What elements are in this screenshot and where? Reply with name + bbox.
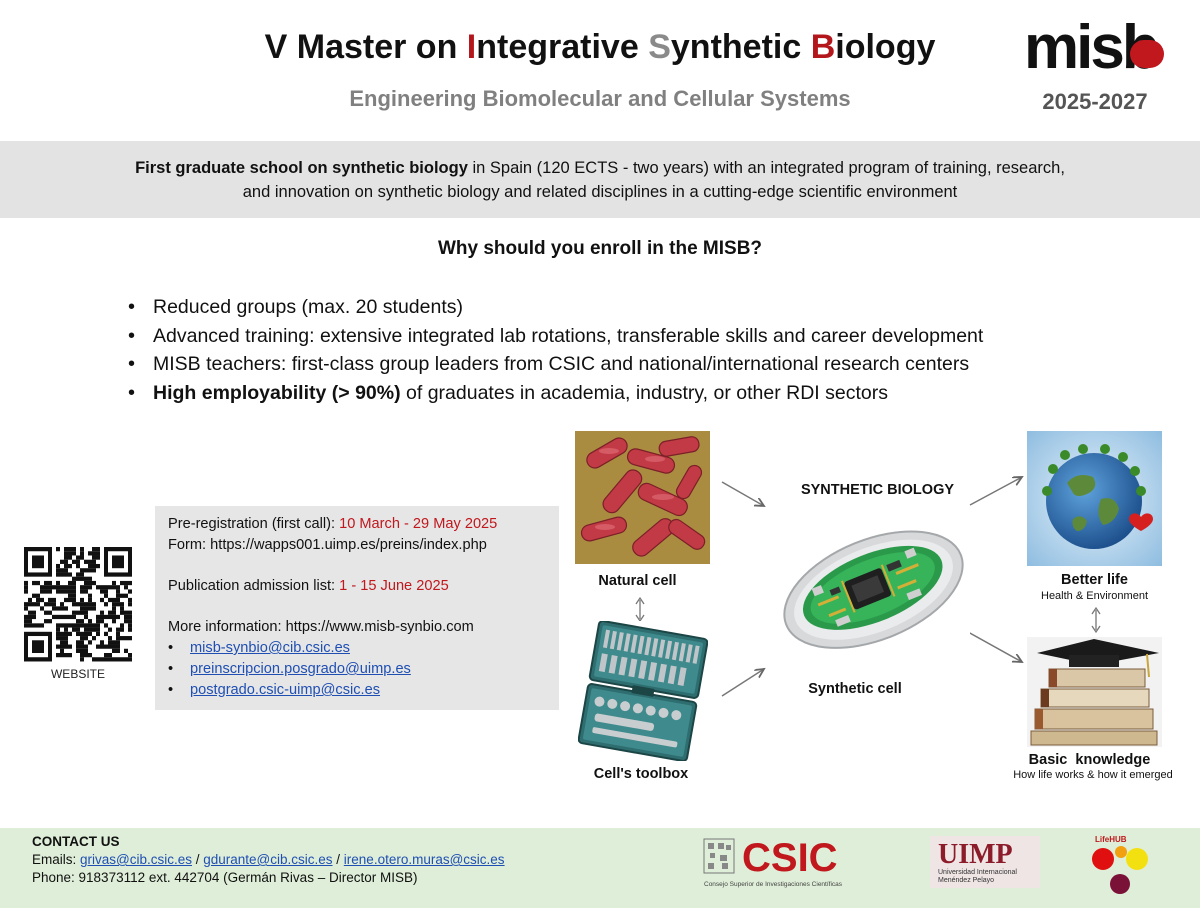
benefits-list: Reduced groups (max. 20 students) Advanc… <box>128 293 1128 407</box>
qr-code[interactable] <box>22 545 134 665</box>
prereg-line: Pre-registration (first call): 10 March … <box>168 516 498 532</box>
synthetic-cell-label: Synthetic cell <box>808 681 902 697</box>
page-title: V Master on Integrative Synthetic Biolog… <box>150 28 1050 67</box>
csic-logo-text: CSIC <box>742 836 838 880</box>
email-link[interactable]: misb-synbio@cib.csic.es <box>190 640 350 656</box>
title-part: ntegrative <box>476 28 649 66</box>
synthetic-biology-label: SYNTHETIC BIOLOGY <box>800 482 955 498</box>
contact-emails: Emails: grivas@cib.csic.es / gdurante@ci… <box>32 852 505 867</box>
bacteria-image <box>575 431 710 564</box>
toolbox-image <box>578 621 708 761</box>
natural-cell-label: Natural cell <box>598 573 677 589</box>
intro-band <box>0 141 1200 218</box>
csic-logo-subtext: Consejo Superior de Investigaciones Cien… <box>704 881 843 888</box>
why-heading: Why should you enroll in the MISB? <box>437 238 763 259</box>
prereg-dates: 10 March - 29 May 2025 <box>339 516 498 532</box>
intro-line2: and innovation on synthetic biology and … <box>242 183 958 201</box>
lifehub-logo-text: LifeHUB <box>1095 835 1127 844</box>
email-link[interactable]: postgrado.csic-uimp@csic.es <box>190 682 381 698</box>
better-life-label: Better life <box>1061 572 1128 588</box>
uimp-logo: UIMP Universidad Internacional Menéndez … <box>930 836 1040 888</box>
list-item: preinscripcion.posgrado@uimp.es <box>168 659 559 680</box>
lifehub-logo: LifeHUB <box>1085 830 1155 900</box>
page-subtitle: Engineering Biomolecular and Cellular Sy… <box>349 86 851 111</box>
misb-logo: misb <box>1024 13 1166 82</box>
basic-knowledge-label: Basic knowledge <box>1028 752 1151 768</box>
form-url[interactable]: https://wapps001.uimp.es/preins/index.ph… <box>210 537 487 553</box>
uimp-logo-subtext: Menéndez Pelayo <box>938 877 994 884</box>
list-item: MISB teachers: first-class group leaders… <box>128 350 1128 379</box>
email-link[interactable]: gdurante@cib.csic.es <box>203 852 333 867</box>
title-part: I <box>466 28 477 66</box>
publication-line: Publication admission list: 1 - 15 June … <box>168 578 449 594</box>
intro-bold: First graduate school on synthetic biolo… <box>135 159 468 177</box>
contact-title: CONTACT US <box>32 834 120 849</box>
title-part: S <box>648 28 671 66</box>
contact-phone: Phone: 918373112 ext. 442704 (Germán Riv… <box>32 870 418 885</box>
more-info-line: More information: https://www.misb-synbi… <box>168 619 474 635</box>
title-part: ynthetic <box>670 28 811 66</box>
email-link[interactable]: preinscripcion.posgrado@uimp.es <box>190 661 411 677</box>
title-part: iology <box>835 28 936 66</box>
intro-text: First graduate school on synthetic biolo… <box>60 156 1140 204</box>
earth-image <box>1027 431 1162 566</box>
registration-info: Pre-registration (first call): 10 March … <box>155 506 559 710</box>
basic-knowledge-sub: How life works & how it emerged <box>1013 769 1173 781</box>
list-item: misb-synbio@cib.csic.es <box>168 638 559 659</box>
list-item: postgrado.csic-uimp@csic.es <box>168 680 559 701</box>
title-part: B <box>810 28 836 66</box>
email-list: misb-synbio@cib.csic.es preinscripcion.p… <box>168 638 559 701</box>
form-line: Form: https://wapps001.uimp.es/preins/in… <box>168 537 487 553</box>
program-years: 2025-2027 <box>1042 89 1148 114</box>
better-life-sub: Health & Environment <box>1041 590 1148 602</box>
publication-dates: 1 - 15 June 2025 <box>339 578 449 594</box>
intro-rest: in Spain (120 ECTS - two years) with an … <box>467 159 1065 177</box>
books-image <box>1027 637 1162 747</box>
csic-logo: CSIC Consejo Superior de Investigaciones… <box>700 833 885 893</box>
list-item: High employability (> 90%) of graduates … <box>128 379 1128 408</box>
diagram-arrows <box>635 420 1101 697</box>
toolbox-label: Cell's toolbox <box>593 766 689 782</box>
email-link[interactable]: irene.otero.muras@csic.es <box>343 852 505 867</box>
title-part: V Master on <box>264 28 467 66</box>
synthetic-cell-image <box>775 506 970 666</box>
list-item: Reduced groups (max. 20 students) <box>128 293 1128 322</box>
uimp-logo-text: UIMP <box>938 839 1013 870</box>
qr-label: WEBSITE <box>50 667 105 681</box>
email-link[interactable]: grivas@cib.csic.es <box>80 852 192 867</box>
list-item: Advanced training: extensive integrated … <box>128 322 1128 351</box>
uimp-logo-subtext: Universidad Internacional <box>938 869 1017 876</box>
more-info-url[interactable]: https://www.misb-synbio.com <box>285 619 474 635</box>
